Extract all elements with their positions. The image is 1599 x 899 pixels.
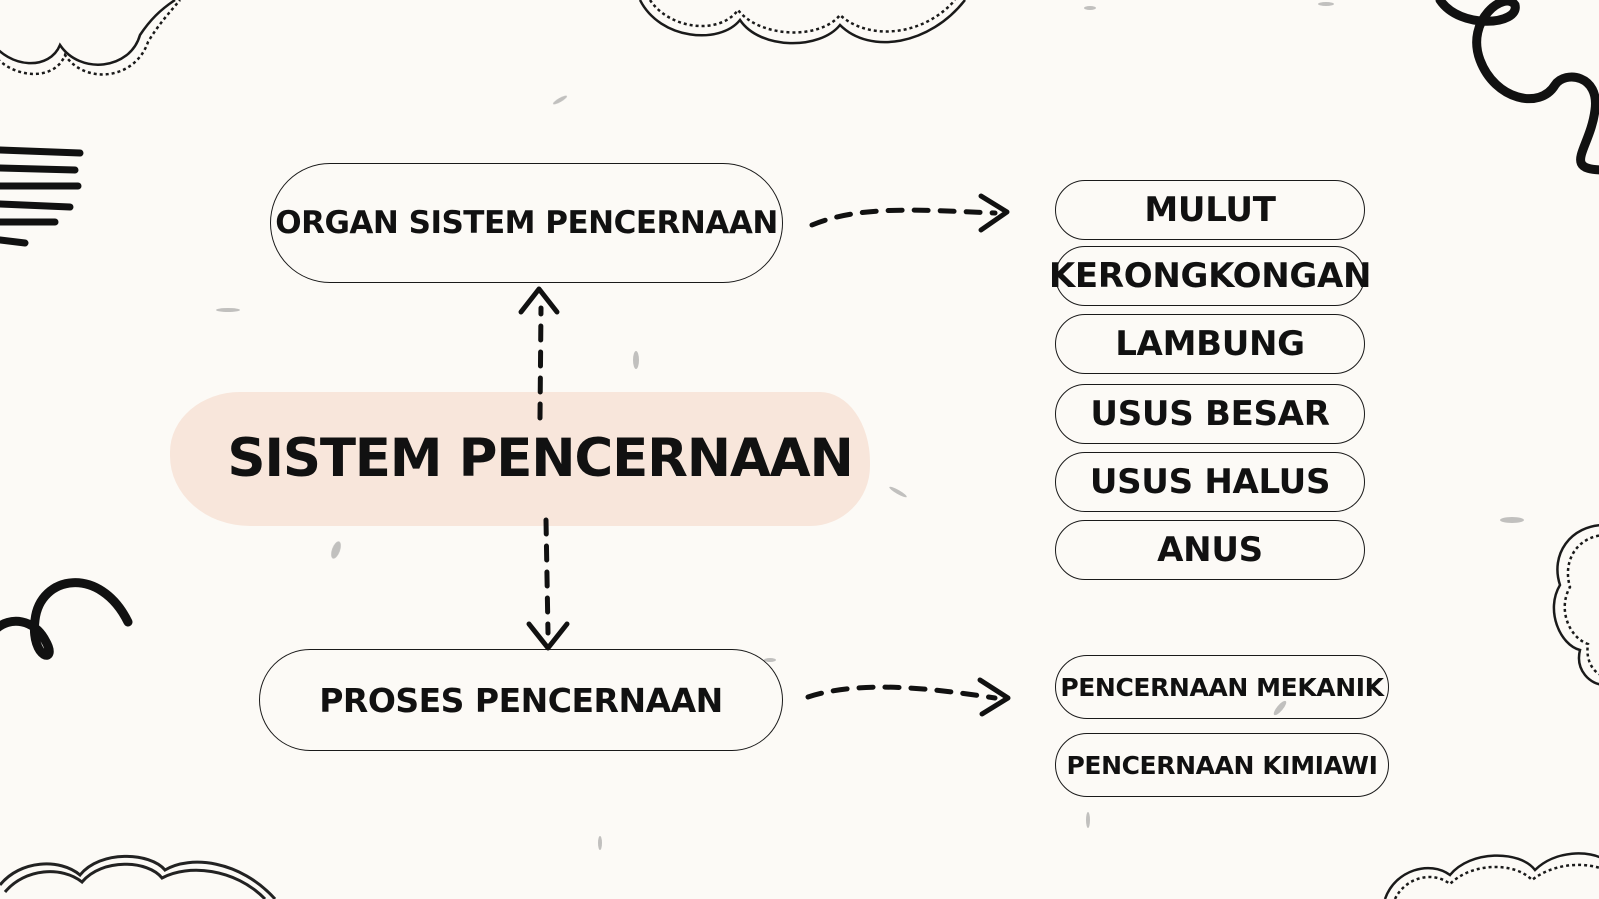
diagram-title: SISTEM PENCERNAAN [227, 427, 853, 489]
cloud-doodle-bottom-left [0, 854, 277, 899]
branch-organ-node: ORGAN SISTEM PENCERNAAN [270, 163, 783, 283]
organ-item: ANUS [1055, 520, 1365, 580]
organ-item: MULUT [1055, 180, 1365, 240]
organ-item: LAMBUNG [1055, 314, 1365, 374]
cloud-doodle-top-center [638, 0, 966, 45]
curly-doodle-top-right [1435, 0, 1599, 175]
organ-item: USUS BESAR [1055, 384, 1365, 444]
process-item: PENCERNAAN KIMIAWI [1055, 733, 1389, 797]
scribble-doodle-left [0, 146, 84, 247]
cloud-doodle-right [1552, 524, 1599, 686]
title-highlight [170, 392, 870, 526]
cloud-doodle-top-left [0, 0, 181, 76]
organ-item: KERONGKONGAN [1049, 246, 1371, 306]
arrow-organ-to-items [809, 193, 1010, 233]
arrow-title-to-process [526, 517, 570, 651]
organ-item: USUS HALUS [1055, 452, 1365, 512]
arrow-process-to-items [805, 677, 1011, 717]
process-item: PENCERNAAN MEKANIK [1055, 655, 1389, 719]
cloud-doodle-bottom-right [1383, 852, 1599, 899]
swirl-doodle-left [0, 578, 133, 660]
branch-process-node: PROSES PENCERNAAN [259, 649, 783, 751]
